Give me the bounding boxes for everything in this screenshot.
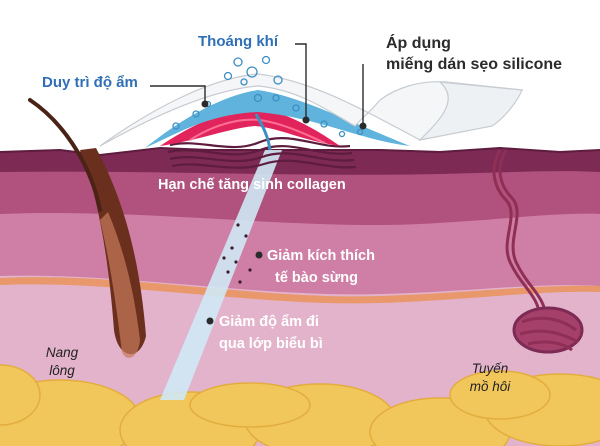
label-limit-collagen: Hạn chế tăng sinh collagen xyxy=(158,177,346,193)
sweat-gland xyxy=(492,149,584,354)
leader-lines xyxy=(150,43,364,126)
label-hair-follicle-line2: lông xyxy=(49,363,75,378)
label-reduce-moisture-2: qua lớp biểu bì xyxy=(219,336,323,352)
hair-follicle xyxy=(28,98,146,358)
label-sweat-gland: Tuyến mồ hôi xyxy=(460,360,520,396)
keratinocyte-dots xyxy=(222,223,252,284)
fat-layer xyxy=(0,364,600,446)
orange-band xyxy=(0,277,600,304)
label-sweat-gland-line1: Tuyến xyxy=(471,361,509,376)
label-hair-follicle-line1: Nang xyxy=(45,345,79,360)
silicone-gel-layer xyxy=(145,90,410,148)
raised-scar xyxy=(160,106,340,146)
moisture-channel xyxy=(160,150,282,400)
upper-dermis-layer xyxy=(0,169,600,226)
label-silicone-patch: miếng dán sẹo silicone xyxy=(386,56,563,73)
scar-tissue xyxy=(167,137,357,169)
label-sweat-gland-line2: mồ hôi xyxy=(469,379,511,394)
air-bubbles xyxy=(172,55,364,138)
label-reduce-keratinocyte-1: Giảm kích thích xyxy=(267,248,375,264)
label-hair-follicle: Nang lông xyxy=(40,344,84,380)
mid-dermis-layer xyxy=(0,210,600,295)
label-apply: Áp dụng xyxy=(386,35,451,52)
label-maintain-moisture: Duy trì độ ẩm xyxy=(42,74,138,91)
label-reduce-moisture-1: Giảm độ ẩm đi xyxy=(219,314,319,330)
label-reduce-keratinocyte-2: tế bào sừng xyxy=(275,270,359,286)
label-breathable: Thoáng khí xyxy=(198,33,278,50)
